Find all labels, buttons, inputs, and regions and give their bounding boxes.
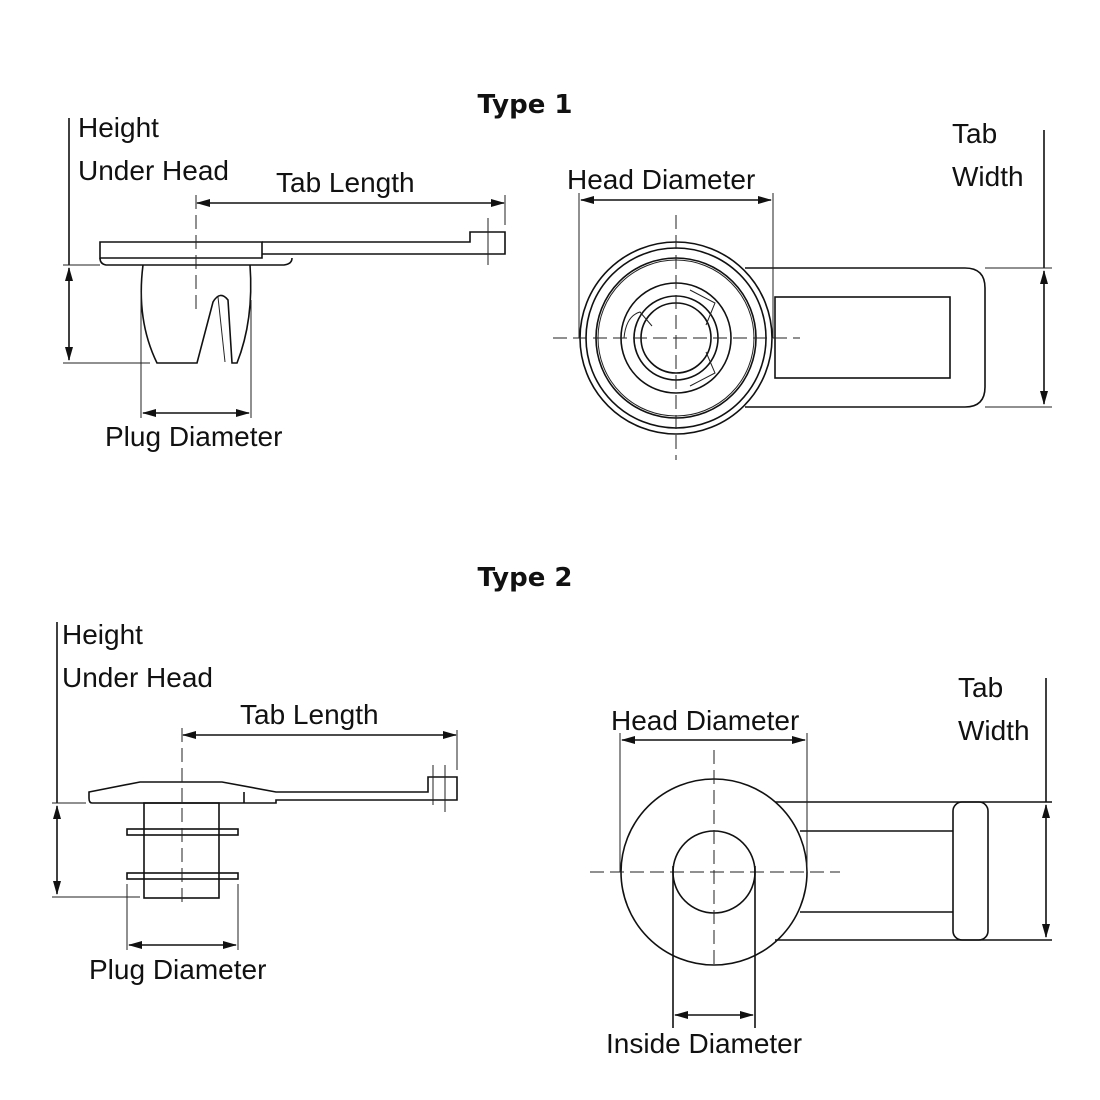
type2-top-view	[590, 678, 1052, 1028]
type1-tab-width-label-1: Tab	[952, 118, 997, 149]
type1-head-diameter-label: Head Diameter	[567, 164, 755, 195]
type2-plug-diameter-label: Plug Diameter	[89, 954, 266, 985]
type2-tab-width-label-1: Tab	[958, 672, 1003, 703]
type2-head-diameter-label: Head Diameter	[611, 705, 799, 736]
type1-side-view	[63, 118, 506, 418]
type2-inside-diameter-label: Inside Diameter	[606, 1028, 802, 1059]
type1-title: Type 1	[478, 90, 573, 120]
type2-height-under-head-label-1: Height	[62, 619, 143, 650]
type2-title: Type 2	[478, 563, 573, 593]
type2-side-view	[52, 622, 458, 950]
type2-tab-length-label: Tab Length	[240, 699, 379, 730]
type1-height-under-head-label-2: Under Head	[78, 155, 229, 186]
type1-height-under-head-label-1: Height	[78, 112, 159, 143]
type1-top-view	[553, 130, 1052, 460]
type1-tab-length-label: Tab Length	[276, 167, 415, 198]
type1-plug-diameter-label: Plug Diameter	[105, 421, 282, 452]
type2-height-under-head-label-2: Under Head	[62, 662, 213, 693]
type1-tab-width-label-2: Width	[952, 161, 1024, 192]
type2-tab-width-label-2: Width	[958, 715, 1030, 746]
